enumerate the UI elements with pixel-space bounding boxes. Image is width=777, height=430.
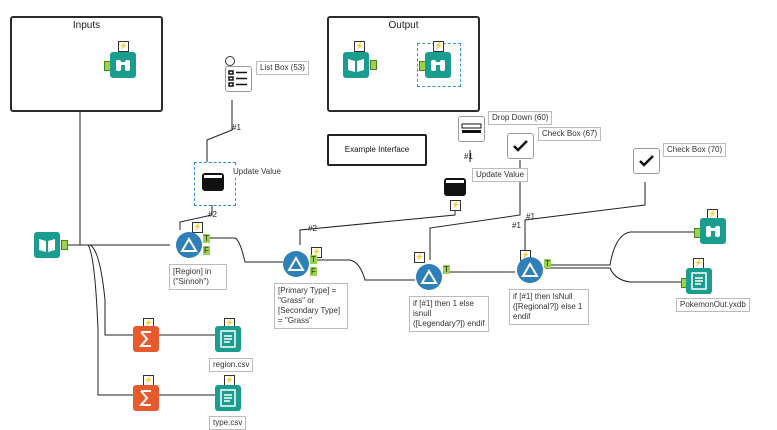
anchor-true-label[interactable]: T (443, 265, 450, 274)
binoculars-icon[interactable] (110, 52, 136, 78)
connection-label: #2 (308, 224, 317, 233)
clock-icon (225, 56, 235, 66)
check-box-67-label: Check Box (67) (538, 127, 602, 141)
checkbox-icon[interactable] (507, 133, 534, 159)
anchor-true-label[interactable]: T (544, 259, 551, 268)
update-value-label: Update Value (472, 168, 528, 182)
book-input-icon[interactable] (343, 52, 369, 78)
bolt-icon: ⚡ (450, 200, 461, 211)
anchor-true-label[interactable]: T (203, 234, 210, 243)
formula-legendary-annotation: if [#1] then 1 else isnull ([Legendary?]… (409, 296, 489, 332)
clapperboard-icon[interactable] (444, 178, 466, 196)
output-anchor[interactable] (61, 240, 68, 250)
filter-type-annotation: [Primary Type] = "Grass" or [Secondary T… (274, 283, 348, 329)
connection-label: #1 (526, 212, 535, 221)
book-input-icon[interactable] (34, 232, 60, 258)
filter-icon[interactable] (283, 251, 309, 277)
update-value-label: Update Value (230, 166, 284, 178)
drop-down-label: Drop Down (60) (488, 111, 553, 125)
anchor-false-label[interactable]: F (310, 267, 317, 276)
anchor-false-label[interactable]: F (203, 246, 210, 255)
list-box-icon[interactable] (225, 66, 252, 92)
output-type-annotation: type.csv (209, 416, 247, 430)
summarize-icon[interactable] (133, 326, 159, 352)
connection-label: #2 (208, 210, 217, 219)
checkbox-icon[interactable] (633, 148, 660, 174)
formula-regional-annotation: if [#1] then IsNull ([Regional?]) else 1… (509, 289, 589, 325)
output-pokemon-annotation: PokemonOut.yxdb (676, 298, 750, 312)
binoculars-icon[interactable] (425, 52, 451, 78)
connection-label: #1 (464, 152, 473, 161)
drop-down-icon[interactable] (458, 116, 485, 142)
formula-icon[interactable] (416, 264, 442, 290)
summarize-icon[interactable] (133, 385, 159, 411)
output-file-icon[interactable] (215, 385, 241, 411)
output-anchor[interactable] (370, 60, 377, 70)
connection-label: #1 (512, 221, 521, 230)
formula-icon[interactable] (517, 257, 543, 283)
output-container-title: Output (388, 20, 419, 31)
bolt-icon: ⚡ (192, 222, 203, 233)
output-file-icon[interactable] (686, 268, 712, 294)
bolt-icon: ⚡ (118, 41, 129, 52)
filter-region-annotation: [Region] in ("Sinnoh") (169, 264, 227, 290)
clapperboard-icon[interactable] (202, 173, 224, 191)
bolt-icon: ⚡ (354, 41, 365, 52)
check-box-70-label: Check Box (70) (663, 143, 727, 157)
output-container[interactable]: Output (327, 16, 480, 112)
binoculars-icon[interactable] (700, 218, 726, 244)
output-file-icon[interactable] (215, 326, 241, 352)
bolt-icon: ⚡ (433, 41, 444, 52)
example-interface-button[interactable]: Example Interface (327, 134, 427, 166)
anchor-true-label[interactable]: T (310, 255, 317, 264)
connection-lines (64, 64, 700, 396)
selection-box (194, 162, 236, 206)
inputs-container-title: Inputs (72, 20, 101, 31)
list-box-label: List Box (53) (256, 61, 309, 75)
output-region-annotation: region.csv (209, 358, 254, 372)
bolt-icon: ⚡ (414, 252, 425, 263)
filter-icon[interactable] (176, 232, 202, 258)
connection-label: #1 (232, 123, 241, 132)
inputs-container[interactable]: Inputs (10, 16, 163, 112)
